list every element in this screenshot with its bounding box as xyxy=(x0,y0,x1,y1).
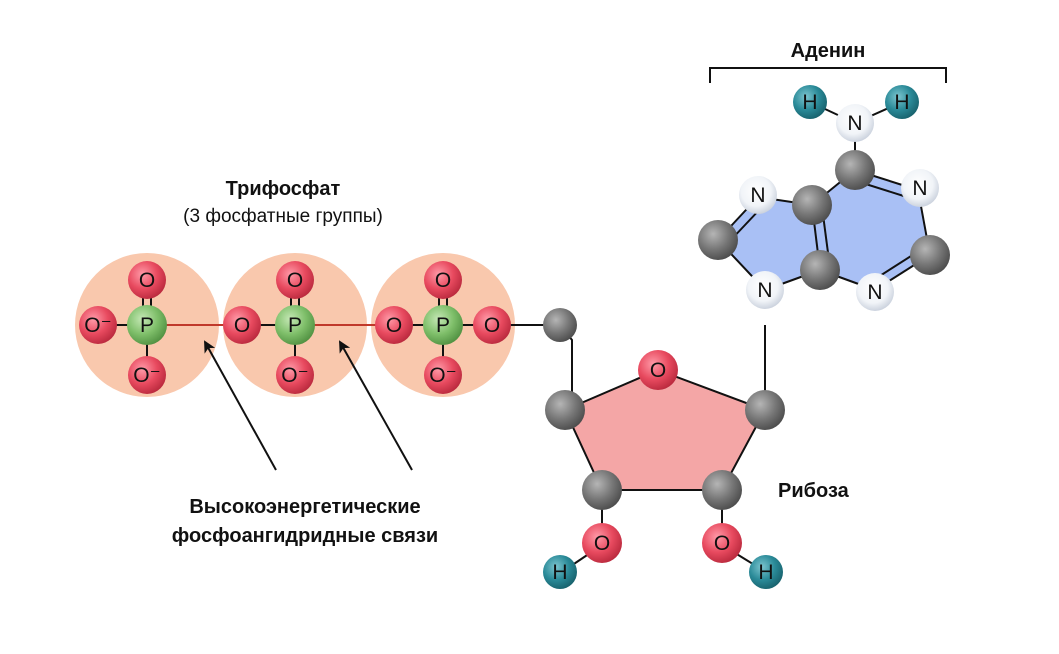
nitrogen-atom-n1 xyxy=(901,169,939,207)
hydroxyl-oxygen-atom xyxy=(582,523,622,563)
oxygen-atom xyxy=(276,261,314,299)
oxygen-symbol: O xyxy=(234,314,250,337)
hydrogen-atom xyxy=(885,85,919,119)
bonds-label-line1: Высокоэнергетические xyxy=(189,496,420,518)
hydrogen-atom xyxy=(543,555,577,589)
oxygen-atom xyxy=(128,261,166,299)
oxygen-ion-atom xyxy=(276,356,314,394)
ester-oxygen-atom xyxy=(473,306,511,344)
carbon-atom-2prime xyxy=(702,470,742,510)
bridging-oxygen-atom xyxy=(375,306,413,344)
hydrogen-symbol: H xyxy=(802,91,817,114)
oxygen-symbol: O xyxy=(287,269,303,292)
phosphorus-symbol-1: P xyxy=(140,314,154,337)
oxygen-symbol: O xyxy=(435,269,451,292)
carbon-atom-c4 xyxy=(800,250,840,290)
oxygen-ion-atom xyxy=(79,306,117,344)
hydrogen-symbol: H xyxy=(758,561,773,584)
nitrogen-symbol: N xyxy=(867,281,882,304)
oxygen-symbol: O xyxy=(650,359,666,382)
nitrogen-symbol: N xyxy=(912,177,927,200)
arrow-to-bond-2 xyxy=(339,340,413,471)
nitrogen-atom-n9 xyxy=(746,271,784,309)
nitrogen-symbol: N xyxy=(750,184,765,207)
ribose-ring-oxygen-atom xyxy=(638,350,678,390)
hydrogen-atom xyxy=(749,555,783,589)
hydroxyl-oxygen-atom xyxy=(702,523,742,563)
ribose-label: Рибоза xyxy=(778,480,850,502)
triphosphate-title: Трифосфат xyxy=(226,178,341,200)
oxygen-symbol: O xyxy=(386,314,402,337)
bridging-oxygen-atom xyxy=(223,306,261,344)
adenine-pyrimidine-fill xyxy=(812,170,930,290)
oxygen-symbol: O xyxy=(139,269,155,292)
oxygen-ion-atom xyxy=(424,356,462,394)
carbon-atom-c6 xyxy=(835,150,875,190)
phosphorus-atom-3 xyxy=(423,305,463,345)
carbon-atom-c8 xyxy=(698,220,738,260)
oxygen-ion-symbol: O⁻ xyxy=(281,364,308,387)
carbon-atom-1prime xyxy=(745,390,785,430)
oxygen-symbol: O xyxy=(714,532,730,555)
oxygen-ion-symbol: O⁻ xyxy=(133,364,160,387)
oxygen-ion-atom xyxy=(128,356,166,394)
oxygen-ion-symbol: O⁻ xyxy=(84,314,111,337)
phosphorus-atom-2 xyxy=(275,305,315,345)
carbon-atom-5prime xyxy=(543,308,577,342)
oxygen-symbol: O xyxy=(484,314,500,337)
nitrogen-atom-n7 xyxy=(739,176,777,214)
phosphorus-atom-1 xyxy=(127,305,167,345)
phosphorus-symbol-2: P xyxy=(288,314,302,337)
carbon-atom-c5 xyxy=(792,185,832,225)
ribose-ring-fill xyxy=(565,370,765,490)
bonds-label-line2: фосфоангидридные связи xyxy=(172,525,438,547)
hydrogen-atom xyxy=(793,85,827,119)
adenine-label: Аденин xyxy=(791,40,866,62)
oxygen-atom xyxy=(424,261,462,299)
nitrogen-symbol: N xyxy=(757,279,772,302)
nitrogen-symbol: N xyxy=(847,112,862,135)
arrow-to-bond-1 xyxy=(204,340,277,471)
carbon-atom-3prime xyxy=(582,470,622,510)
oxygen-ion-symbol: O⁻ xyxy=(429,364,456,387)
amino-nitrogen-atom xyxy=(836,104,874,142)
hydrogen-symbol: H xyxy=(552,561,567,584)
triphosphate-subtitle: (3 фосфатные группы) xyxy=(183,206,383,227)
phosphorus-symbol-3: P xyxy=(436,314,450,337)
carbon-atom-c2 xyxy=(910,235,950,275)
hydrogen-symbol: H xyxy=(894,91,909,114)
oxygen-symbol: O xyxy=(594,532,610,555)
carbon-atom-4prime xyxy=(545,390,585,430)
adenine-bracket xyxy=(709,67,947,83)
nitrogen-atom-n3 xyxy=(856,273,894,311)
